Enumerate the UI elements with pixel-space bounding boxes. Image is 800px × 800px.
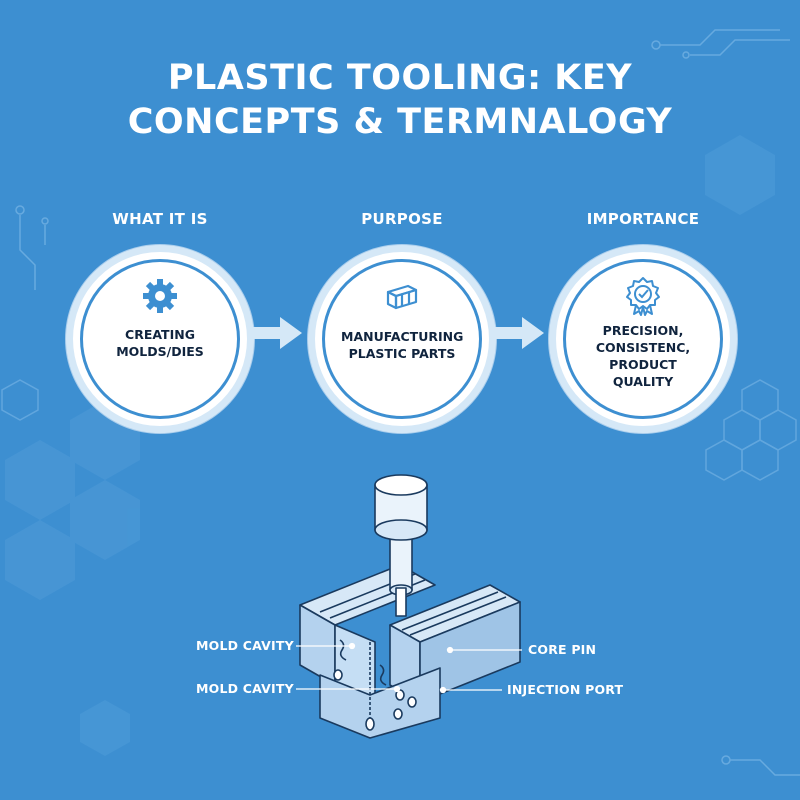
plastic-part-icon <box>386 284 418 310</box>
circle-ring <box>80 259 240 419</box>
page-title: PLASTIC TOOLING: KEY CONCEPTS & TERMNALO… <box>0 56 800 144</box>
arrow-right-icon <box>492 317 544 349</box>
step-heading-importance: IMPORTANCE <box>586 210 700 228</box>
callout-mold-cavity-2: MOLD CAVITY <box>196 681 294 696</box>
title-line-2: CONCEPTS & TERMNALOGY <box>127 102 673 142</box>
gear-icon <box>143 279 177 313</box>
step-text-purpose: MANUFACTURING PLASTIC PARTS <box>341 329 464 361</box>
step-circle-what-it-is: CREATING MOLDS/DIES <box>73 252 247 426</box>
callout-core-pin: CORE PIN <box>528 642 597 657</box>
injection-mold-illustration <box>299 474 521 739</box>
arrow-right-icon <box>250 317 302 349</box>
step-text-what-it-is: CREATING MOLDS/DIES <box>116 327 204 359</box>
step-heading-what-it-is: WHAT IT IS <box>112 210 208 228</box>
step-text-importance: PRECISION, CONSISTENC, PRODUCT QUALITY <box>595 323 691 389</box>
circle-ring <box>563 259 723 419</box>
quality-badge-icon <box>626 277 660 316</box>
circle-ring <box>322 259 482 419</box>
title-line-1: PLASTIC TOOLING: KEY <box>167 58 633 98</box>
callout-injection-port: INJECTION PORT <box>507 682 624 697</box>
step-circle-importance: PRECISION, CONSISTENC, PRODUCT QUALITY <box>556 252 730 426</box>
callout-mold-cavity-1: MOLD CAVITY <box>196 638 294 653</box>
step-heading-purpose: PURPOSE <box>361 210 443 228</box>
step-circle-purpose: MANUFACTURING PLASTIC PARTS <box>315 252 489 426</box>
